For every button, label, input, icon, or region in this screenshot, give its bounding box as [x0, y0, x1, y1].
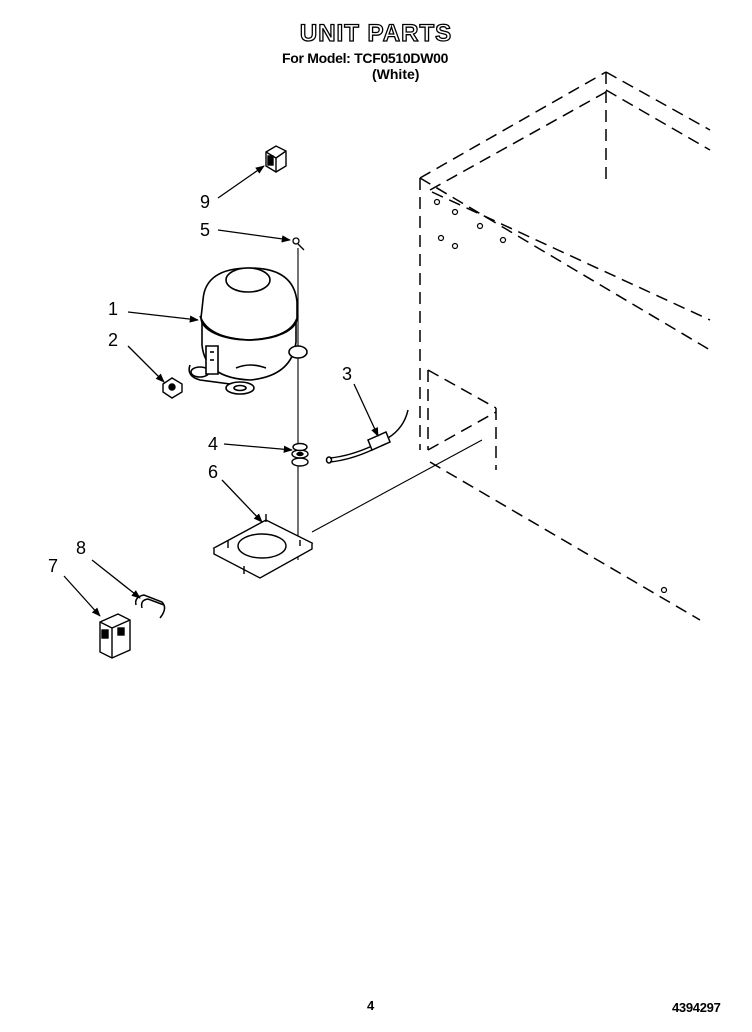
part-7-relay — [99, 613, 131, 659]
model-line: For Model: TCF0510DW00 — [282, 50, 449, 66]
part-1-compressor — [188, 267, 308, 395]
part-9-relay-cover — [265, 145, 287, 173]
assembly-guide-lines — [297, 248, 483, 560]
cabinet-outline — [419, 71, 711, 621]
part-8-clip — [134, 594, 166, 619]
callout-6: 6 — [208, 462, 219, 482]
callout-8: 8 — [76, 538, 87, 558]
cabinet-mounting-holes — [433, 198, 668, 594]
callout-leaders — [63, 165, 379, 617]
callout-9: 9 — [200, 192, 211, 212]
part-4-grommet — [291, 442, 309, 467]
color-line: (White) — [372, 66, 420, 82]
callout-3: 3 — [342, 364, 353, 384]
part-5-clip — [292, 237, 305, 251]
document-number: 4394297 — [672, 1000, 721, 1015]
page-number: 4 — [367, 998, 375, 1013]
part-6-base-plate — [212, 514, 314, 579]
callout-1: 1 — [108, 299, 119, 319]
part-2-overload — [162, 377, 183, 399]
part-3-tubing — [325, 409, 409, 464]
callout-7: 7 — [48, 556, 59, 576]
callout-2: 2 — [108, 330, 119, 350]
callout-5: 5 — [200, 220, 211, 240]
callout-4: 4 — [208, 434, 219, 454]
page-title: UNIT PARTS — [299, 19, 453, 47]
